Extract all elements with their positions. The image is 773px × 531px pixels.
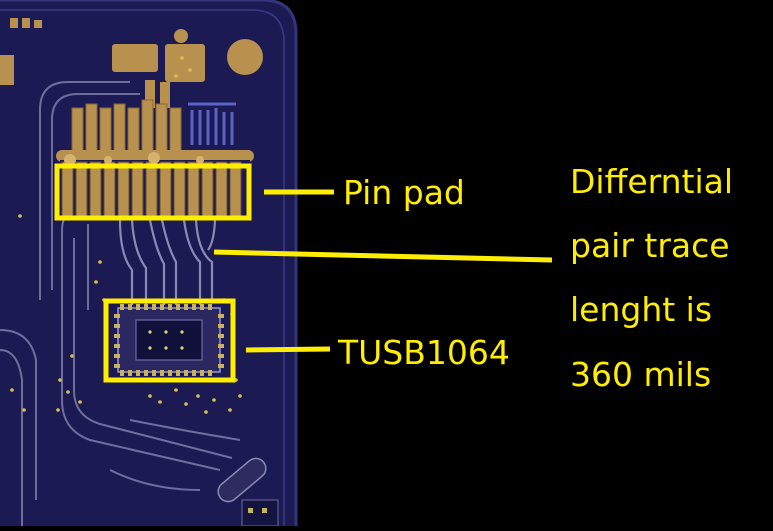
annotation-leaders — [213, 189, 553, 353]
tusb1064-chip — [114, 304, 224, 376]
connector-fingers — [71, 99, 182, 169]
chip-leader-line — [245, 346, 331, 353]
note-line-2: pair trace — [570, 226, 730, 265]
annotation-highlights — [54, 163, 252, 383]
lower-component — [217, 457, 279, 527]
pin-pad-label: Pin pad — [343, 173, 465, 212]
note-line-1: Differntial — [570, 162, 734, 201]
copper-pads — [0, 18, 263, 108]
note-line-4: 360 mils — [570, 355, 712, 394]
chip-label: TUSB1064 — [338, 333, 510, 372]
pcb-traces — [0, 81, 241, 526]
note-line-3: lenght is — [570, 290, 713, 329]
pin-pad-strip — [56, 150, 254, 218]
chip-highlight-box — [103, 298, 236, 383]
pin-pad-highlight-box — [54, 163, 252, 221]
pcb-board — [0, 0, 298, 526]
differential-pair-traces — [118, 219, 217, 305]
via-fanout — [188, 102, 236, 145]
trace-leader-line — [213, 249, 553, 263]
